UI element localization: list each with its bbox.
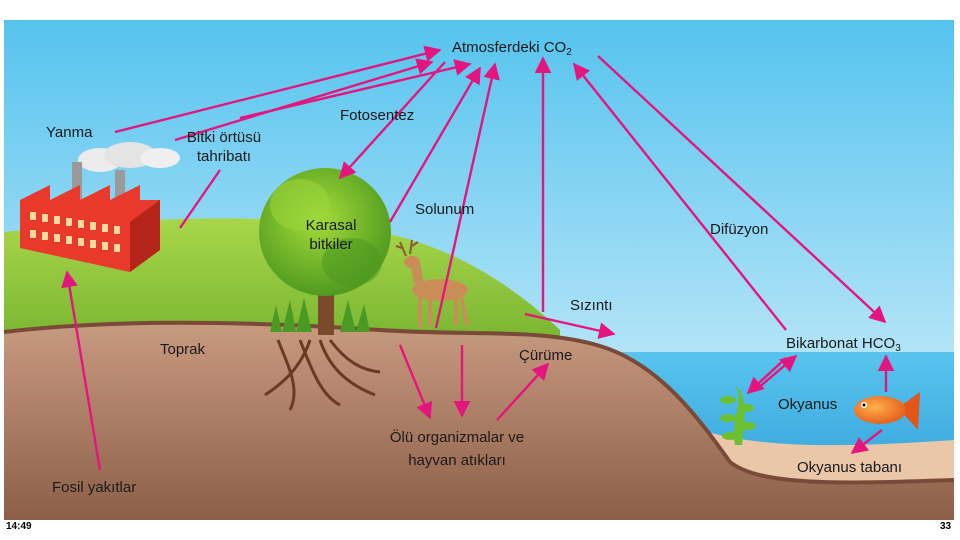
arrow-dead-to-decomposition bbox=[496, 362, 550, 421]
soil-ground bbox=[4, 322, 954, 520]
label-ocean-floor: Okyanus tabanı bbox=[797, 459, 903, 476]
fish-icon bbox=[854, 392, 920, 430]
arrow-seaweed-to-bicarbonate bbox=[757, 354, 798, 389]
arrow-deer-respiration bbox=[434, 62, 500, 329]
label-atmosphere-co2: Atmosferdeki CO2 bbox=[452, 39, 572, 58]
soil-surface-line bbox=[3, 320, 955, 485]
label-soil: Toprak bbox=[160, 341, 206, 358]
factory-icon bbox=[20, 142, 180, 272]
label-decomposition: Çürüme bbox=[519, 347, 573, 364]
arrow-factory-to-co2 bbox=[174, 58, 434, 142]
label-combustion: Yanma bbox=[46, 124, 93, 141]
arrow-tree-respiration bbox=[388, 66, 482, 223]
arrow-co2-photosynthesis bbox=[338, 61, 446, 180]
footer-page-number: 33 bbox=[940, 521, 952, 532]
line-deforestation-factory bbox=[179, 169, 221, 229]
label-respiration: Solunum bbox=[415, 201, 475, 218]
arrow-fish-to-floor bbox=[850, 429, 883, 455]
label-diffusion: Difüzyon bbox=[710, 221, 769, 238]
arrow-leaching bbox=[524, 312, 616, 339]
arrow-deforestation-to-co2 bbox=[239, 59, 472, 120]
label-fossil-fuels: Fosil yakıtlar bbox=[52, 479, 137, 496]
seaweed-icon bbox=[720, 385, 756, 445]
tree-icon bbox=[259, 168, 391, 411]
arrow-bicarbonate-to-co2 bbox=[572, 62, 787, 331]
label-leaching: Sızıntı bbox=[570, 297, 613, 314]
label-photosynthesis: Fotosentez bbox=[340, 107, 415, 124]
label-ocean: Okyanus bbox=[778, 396, 838, 413]
arrow-fossil-to-factory bbox=[61, 270, 102, 471]
flow-arrows bbox=[61, 45, 895, 471]
footer-time: 14:49 bbox=[6, 521, 32, 532]
deer-icon bbox=[395, 239, 470, 328]
arrow-combustion-to-co2 bbox=[114, 45, 442, 134]
arrow-soil-to-dead1 bbox=[398, 344, 433, 420]
label-bicarbonate: Bikarbonat HCO3 bbox=[786, 335, 901, 354]
arrow-co2-to-bicarbonate bbox=[597, 55, 887, 324]
